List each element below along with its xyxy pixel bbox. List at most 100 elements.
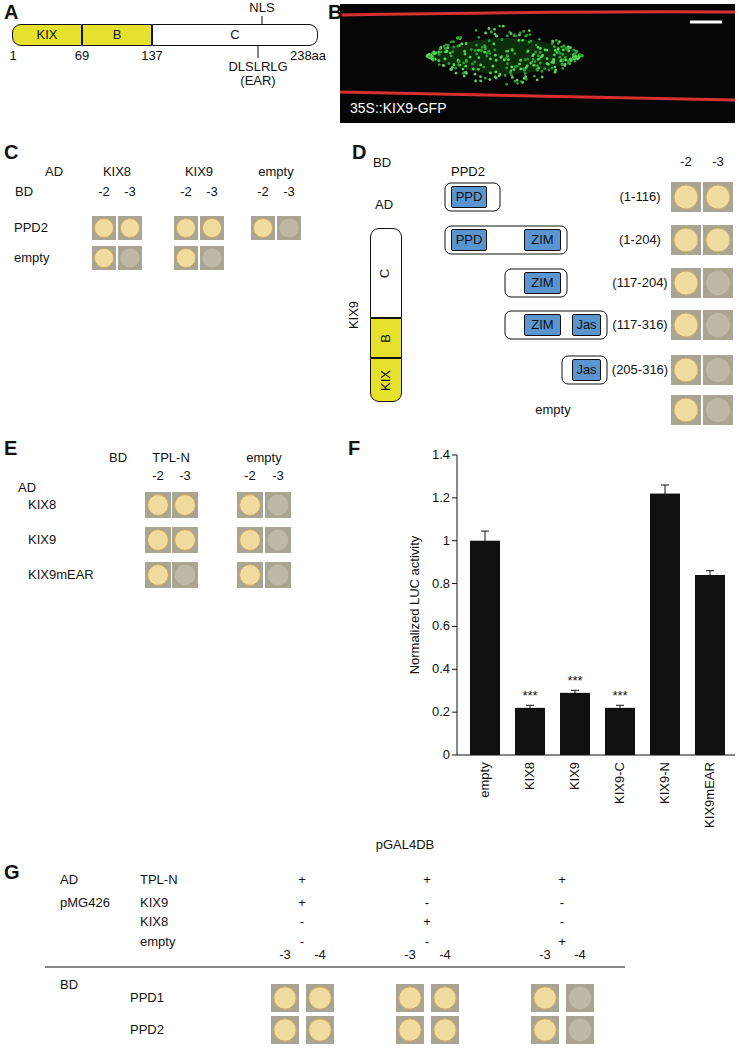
text-label: empty (14, 251, 49, 266)
gfp-signal (536, 64, 539, 67)
domain-label: Jas (576, 363, 596, 378)
gfp-signal (465, 60, 468, 63)
gfp-signal (528, 41, 531, 44)
gfp-signal (489, 52, 492, 55)
axis-tick (452, 626, 457, 627)
yeast-colony (148, 530, 169, 551)
text-label: -2 (152, 469, 164, 484)
plate-spot (265, 562, 291, 588)
gfp-signal (502, 25, 505, 28)
domain-label: C (230, 28, 239, 43)
gfp-signal (428, 53, 431, 56)
text-label: -4 (574, 948, 586, 963)
gfp-signal (546, 57, 549, 60)
gfp-signal (574, 52, 577, 55)
axis-tick (452, 540, 457, 541)
gfp-signal (444, 58, 447, 61)
text-label: -3 (179, 469, 191, 484)
no-growth (120, 248, 139, 267)
gfp-signal (505, 67, 508, 70)
gfp-signal (521, 39, 524, 42)
gfp-signal (480, 49, 483, 52)
gfp-signal (504, 74, 507, 77)
gfp-signal (514, 80, 517, 83)
text-label: PPD2 (451, 165, 485, 180)
yeast-colony (434, 987, 456, 1009)
text-label: TPL-N (140, 873, 178, 888)
gfp-signal (464, 53, 467, 56)
category-label: empty (478, 762, 493, 797)
gfp-signal (522, 30, 525, 33)
ppd-domain: PPD (451, 229, 487, 251)
domain-label: C (379, 268, 394, 277)
gfp-signal (546, 62, 549, 65)
nucleus-shape (425, 38, 585, 74)
gfp-signal (558, 40, 561, 43)
gfp-signal (565, 47, 568, 50)
gfp-signal (507, 58, 510, 61)
error-cap (661, 484, 669, 485)
plate-spot (703, 225, 733, 255)
gfp-signal (557, 47, 560, 50)
plate-spot (671, 395, 701, 425)
b-domain: B (370, 318, 402, 358)
gfp-signal (551, 40, 554, 43)
text-label: -3 (404, 948, 416, 963)
plate-spot (531, 1016, 559, 1044)
gfp-signal (471, 63, 474, 66)
construct-frame (505, 311, 607, 339)
gfp-signal (483, 44, 486, 47)
yeast-colony (94, 248, 113, 267)
no-growth (706, 313, 730, 337)
gfp-signal (479, 75, 482, 78)
text-label: (117-316) (612, 318, 667, 333)
gfp-signal (567, 62, 570, 65)
text-label: 238aa (290, 49, 326, 64)
gfp-signal (439, 47, 442, 50)
plate-spot (92, 216, 116, 240)
yeast-colony (274, 1019, 296, 1041)
gfp-signal (450, 55, 453, 58)
error-cap (706, 570, 714, 571)
gfp-signal (536, 79, 539, 82)
gfp-signal (539, 62, 542, 65)
plate-spot (671, 225, 701, 255)
panel-letter: F (348, 437, 360, 460)
gfp-signal (575, 50, 578, 53)
gfp-signal (458, 60, 461, 63)
plate-spot (703, 310, 733, 340)
gfp-signal (532, 58, 535, 61)
gfp-signal (445, 47, 448, 50)
axis-tick (452, 712, 457, 713)
c-domain: C (152, 24, 318, 46)
gfp-signal (516, 82, 519, 85)
gfp-signal (561, 63, 564, 66)
text-label: pGAL4DB (376, 838, 435, 853)
text-label: (205-316) (612, 363, 668, 378)
plate-spot (237, 492, 263, 518)
yeast-colony (706, 228, 730, 252)
yeast-colony (175, 530, 196, 551)
gfp-signal (506, 35, 509, 38)
no-growth (268, 495, 289, 516)
text-label: -2 (180, 185, 192, 200)
category-label: KIX9 (568, 762, 583, 790)
gfp-signal (450, 41, 453, 44)
text-label: KIX9 (185, 165, 213, 180)
gfp-signal (504, 57, 507, 60)
gfp-signal (482, 66, 485, 69)
gfp-signal (510, 32, 513, 35)
text-label: AD (60, 873, 78, 888)
category-label: KIX8 (523, 762, 538, 790)
axis-tick (452, 755, 457, 756)
gfp-signal (485, 55, 488, 58)
text-label: + (423, 873, 431, 888)
text-label: AD (18, 481, 36, 496)
gfp-signal (498, 25, 501, 28)
yeast-colony (176, 248, 195, 267)
gfp-signal (547, 69, 550, 72)
gfp-signal (537, 58, 540, 61)
gfp-signal (479, 64, 482, 67)
gfp-signal (524, 58, 527, 61)
text-label: BD (109, 451, 127, 466)
